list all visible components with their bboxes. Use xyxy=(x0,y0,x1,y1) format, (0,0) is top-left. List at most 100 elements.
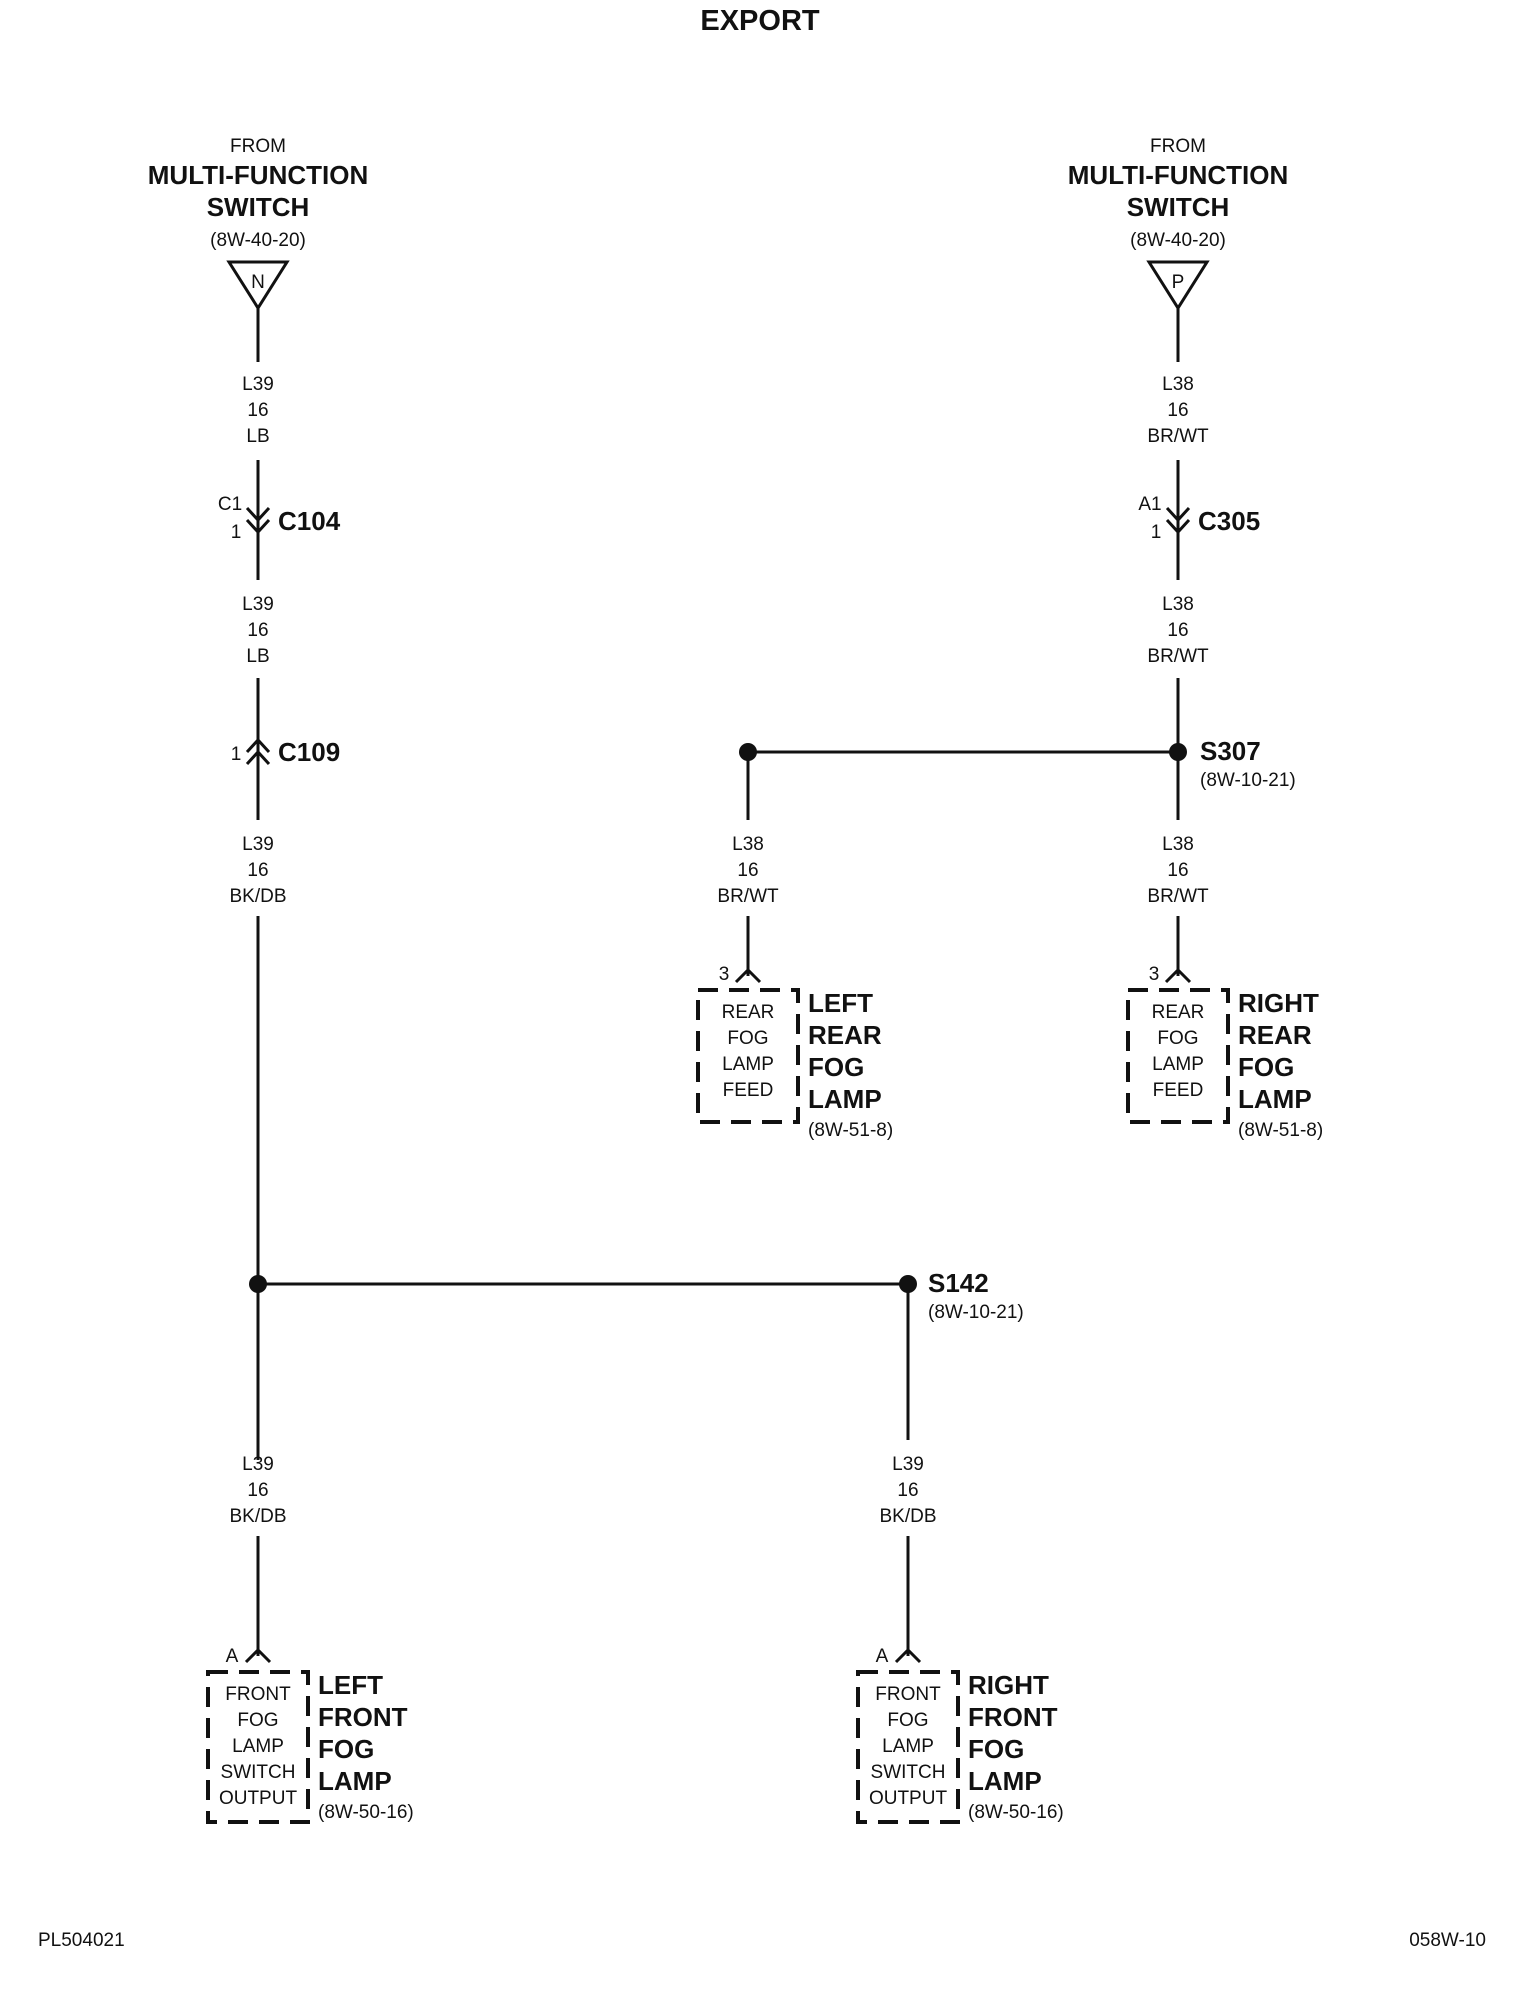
wire-circuit: L38 xyxy=(1162,374,1194,395)
component-box-line: FEED xyxy=(1153,1080,1204,1101)
source-pin: P xyxy=(1172,272,1185,293)
component-box-line: OUTPUT xyxy=(219,1788,298,1809)
source-name-line2: SWITCH xyxy=(207,192,310,222)
component-name-line: RIGHT xyxy=(1238,988,1319,1018)
component-box-line: FOG xyxy=(887,1710,928,1731)
source-pin: N xyxy=(251,272,265,293)
component-box-line: FOG xyxy=(727,1028,768,1049)
splice-ref: (8W-10-21) xyxy=(928,1302,1024,1323)
wire-label-left-1: L39 16 LB xyxy=(242,374,274,447)
wire-gauge: 16 xyxy=(247,1480,268,1501)
connector-c109: 1 C109 xyxy=(231,737,340,767)
wire-gauge: 16 xyxy=(737,860,758,881)
component-box-line: FRONT xyxy=(225,1684,291,1705)
wire-color: BK/DB xyxy=(879,1506,936,1527)
connector-pin-bottom: 1 xyxy=(1151,522,1162,543)
wire-gauge: 16 xyxy=(1167,620,1188,641)
component-box-line: SWITCH xyxy=(221,1762,296,1783)
component-name-line: FRONT xyxy=(968,1702,1058,1732)
component-name-line: LEFT xyxy=(318,1670,383,1700)
wire-gauge: 16 xyxy=(897,1480,918,1501)
connector-name: C104 xyxy=(278,506,341,536)
source-name-line2: SWITCH xyxy=(1127,192,1230,222)
connector-chevron-icon xyxy=(1164,967,1192,984)
component-ref: (8W-51-8) xyxy=(808,1120,893,1141)
component-name-line: FOG xyxy=(968,1734,1024,1764)
component-name-line: FOG xyxy=(318,1734,374,1764)
component-pin: A xyxy=(226,1646,239,1667)
component-name-line: FOG xyxy=(1238,1052,1294,1082)
component-box-line: LAMP xyxy=(1152,1054,1204,1075)
component-box-line: FRONT xyxy=(875,1684,941,1705)
wire-label-left-4: L39 16 BK/DB xyxy=(229,1454,286,1527)
wire-label-left-2: L39 16 LB xyxy=(242,594,274,667)
component-pin: 3 xyxy=(719,964,730,985)
pin-triangle-icon xyxy=(1146,260,1210,311)
component-pin: 3 xyxy=(1149,964,1160,985)
component-box-line: LAMP xyxy=(232,1736,284,1757)
wire-circuit: L39 xyxy=(242,594,274,615)
wire-circuit: L39 xyxy=(242,1454,274,1475)
wire-label-mid-1: L39 16 BK/DB xyxy=(879,1454,936,1527)
connector-chevron-icon xyxy=(734,967,762,984)
source-name-line1: MULTI-FUNCTION xyxy=(148,160,368,190)
component-name-line: FRONT xyxy=(318,1702,408,1732)
source-from-label: FROM xyxy=(1150,136,1206,157)
wire-gauge: 16 xyxy=(247,860,268,881)
component-box xyxy=(1126,988,1230,1124)
connector-pin-top: A1 xyxy=(1138,494,1161,515)
component-name-line: LAMP xyxy=(1238,1084,1312,1114)
connector-chevron-icon xyxy=(894,1647,922,1664)
wire-color: BR/WT xyxy=(717,886,779,907)
splice-name: S142 xyxy=(928,1268,989,1298)
wire-color: BR/WT xyxy=(1147,886,1209,907)
component-box-line: REAR xyxy=(722,1002,775,1023)
wire-color: LB xyxy=(246,426,269,447)
wire-circuit: L38 xyxy=(732,834,764,855)
wire-color: BR/WT xyxy=(1147,646,1209,667)
component-box-line: LAMP xyxy=(882,1736,934,1757)
component-name-line: LEFT xyxy=(808,988,873,1018)
wire-gauge: 16 xyxy=(1167,860,1188,881)
component-left-rear-fog-lamp: 3 REAR FOG LAMP FEED LEFT REAR FOG LAMP … xyxy=(696,964,893,1141)
connector-c305: A1 1 C305 xyxy=(1138,494,1260,543)
component-right-front-fog-lamp: A FRONT FOG LAMP SWITCH OUTPUT RIGHT FRO… xyxy=(856,1646,1064,1824)
component-ref: (8W-50-16) xyxy=(968,1802,1064,1823)
wire-gauge: 16 xyxy=(1167,400,1188,421)
component-name-line: REAR xyxy=(1238,1020,1312,1050)
component-name-line: RIGHT xyxy=(968,1670,1049,1700)
connector-chevron-icon xyxy=(244,1647,272,1664)
component-ref: (8W-50-16) xyxy=(318,1802,414,1823)
wire-label-left-3: L39 16 BK/DB xyxy=(229,834,286,907)
footer-code-left: PL504021 xyxy=(38,1930,125,1951)
connector-chevron-icon xyxy=(245,737,271,766)
component-box-line: FOG xyxy=(1157,1028,1198,1049)
splice-s142: S142 (8W-10-21) xyxy=(928,1268,1024,1323)
connector-c104: C1 1 C104 xyxy=(218,494,341,543)
component-box-line: LAMP xyxy=(722,1054,774,1075)
connector-name: C109 xyxy=(278,737,340,767)
wire-circuit: L39 xyxy=(892,1454,924,1475)
component-right-rear-fog-lamp: 3 REAR FOG LAMP FEED RIGHT REAR FOG LAMP… xyxy=(1126,964,1323,1141)
connector-pin-bottom: 1 xyxy=(231,522,242,543)
wire-label-right-3: L38 16 BR/WT xyxy=(1147,834,1209,907)
component-box-line: SWITCH xyxy=(871,1762,946,1783)
wire-color: BK/DB xyxy=(229,886,286,907)
wire-color: BR/WT xyxy=(1147,426,1209,447)
source-name-line1: MULTI-FUNCTION xyxy=(1068,160,1288,190)
splice-s307: S307 (8W-10-21) xyxy=(1200,736,1296,791)
source-from-label: FROM xyxy=(230,136,286,157)
wire-color: BK/DB xyxy=(229,1506,286,1527)
component-pin: A xyxy=(876,1646,889,1667)
connector-pin-top: C1 xyxy=(218,494,242,515)
wire-gauge: 16 xyxy=(247,400,268,421)
connector-chevron-icon xyxy=(245,506,271,535)
footer-code-right: 058W-10 xyxy=(1409,1930,1486,1951)
component-box xyxy=(696,988,800,1124)
wire-label-right-1: L38 16 BR/WT xyxy=(1147,374,1209,447)
component-name-line: LAMP xyxy=(318,1766,392,1796)
page-title: EXPORT xyxy=(700,5,820,37)
wire-gauge: 16 xyxy=(247,620,268,641)
pin-triangle-icon xyxy=(226,260,290,311)
